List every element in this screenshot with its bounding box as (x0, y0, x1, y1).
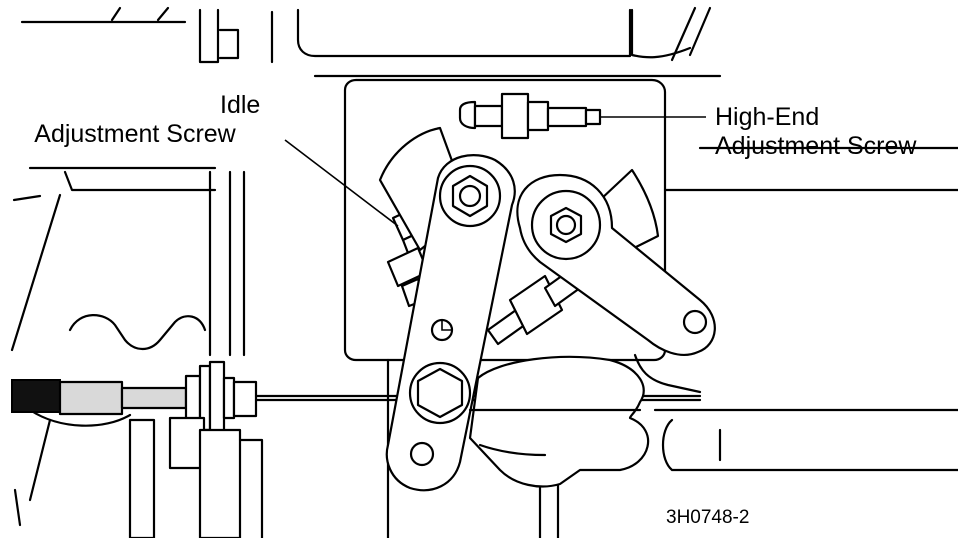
figure-id-label: 3H0748-2 (666, 507, 750, 528)
leader-lines (284, 116, 706, 227)
high-label-line2: Adjustment Screw (715, 132, 917, 160)
high-label-line1: High-End (715, 103, 820, 131)
throttle-cable (11, 360, 702, 538)
idle-label-line2: Adjustment Screw (34, 120, 236, 148)
hex-bolt (408, 361, 472, 425)
left-housing (10, 6, 274, 527)
idle-adjustment-screw-label: Idle Adjustment Screw (0, 91, 270, 149)
high-end-adjustment-screw-label: High-End Adjustment Screw (715, 103, 916, 161)
lower-cam (468, 355, 650, 488)
high-end-screw (458, 92, 602, 140)
right-lever (516, 173, 716, 357)
idle-label-line1: Idle (220, 91, 261, 119)
